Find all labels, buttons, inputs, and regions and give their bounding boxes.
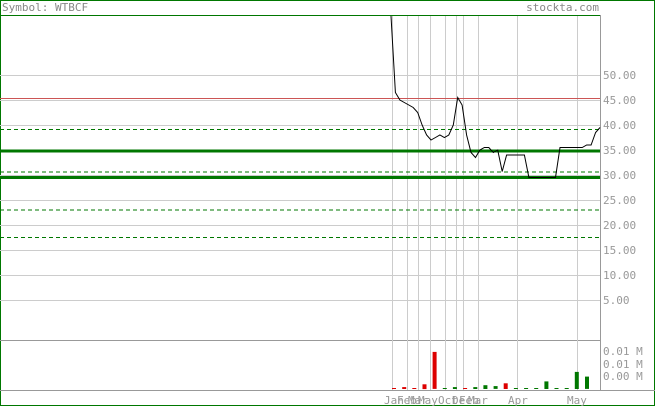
horizontal-lines-layer — [0, 98, 600, 238]
y-tick-label: 40.00 — [603, 119, 636, 132]
volume-bar — [452, 387, 457, 389]
volume-bar — [473, 387, 478, 389]
volume-bar — [524, 388, 529, 389]
volume-bar — [412, 388, 417, 389]
y-tick-label: 45.00 — [603, 94, 636, 107]
x-tick-label: Apr — [508, 394, 528, 406]
x-tick-label: May — [418, 394, 438, 406]
volume-bar — [402, 387, 407, 389]
x-tick-label: Oct — [438, 394, 458, 406]
volume-bar — [564, 388, 569, 389]
volume-bar — [585, 376, 589, 389]
y-tick-label: 30.00 — [603, 169, 636, 182]
volume-bar — [534, 388, 539, 389]
x-tick-label: Mar — [468, 394, 488, 406]
y-tick-label: 5.00 — [603, 294, 630, 307]
price-series-line — [390, 15, 601, 178]
volume-tick-label: 0.01 M — [603, 345, 643, 358]
volume-ticks-layer: 0.01 M0.01 M0.00 M — [603, 345, 643, 383]
series-layer — [390, 15, 601, 178]
y-ticks-layer: 50.00 45.00 40.00 35.00 30.00 25.00 20.00 15.00… — [603, 69, 636, 307]
site-label: stockta.com — [526, 1, 599, 14]
volume-bar — [503, 383, 508, 389]
x-tick-label: May — [567, 394, 587, 406]
x-tick-label: Mar — [408, 394, 428, 406]
x-tick-label: Jan — [384, 394, 404, 406]
x-tick-label: Feb — [459, 394, 479, 406]
y-tick-label: 50.00 — [603, 69, 636, 82]
x-tick-label: Feb — [397, 394, 417, 406]
volume-tick-label: 0.00 M — [603, 370, 643, 383]
y-tick-label: 20.00 — [603, 219, 636, 232]
volume-bar — [422, 384, 427, 390]
volume-bar — [483, 385, 488, 389]
volume-bar — [513, 388, 518, 389]
volume-bar — [463, 388, 468, 389]
x-grid-layer — [392, 16, 578, 390]
x-tick-label: Dec — [452, 394, 472, 406]
volume-bar — [432, 351, 437, 389]
grid-layer — [0, 75, 600, 301]
y-tick-label: 15.00 — [603, 244, 636, 257]
volume-bar — [554, 388, 559, 389]
y-tick-label: 35.00 — [603, 144, 636, 157]
volume-bar — [544, 381, 549, 389]
volume-bar — [392, 388, 396, 389]
y-tick-label: 10.00 — [603, 269, 636, 282]
y-tick-label: 25.00 — [603, 194, 636, 207]
symbol-label: Symbol: WTBCF — [2, 1, 88, 14]
volume-layer — [392, 351, 589, 390]
volume-bar — [442, 388, 447, 389]
volume-tick-label: 0.01 M — [603, 358, 643, 371]
volume-bar — [493, 386, 498, 389]
volume-bar — [574, 371, 579, 389]
